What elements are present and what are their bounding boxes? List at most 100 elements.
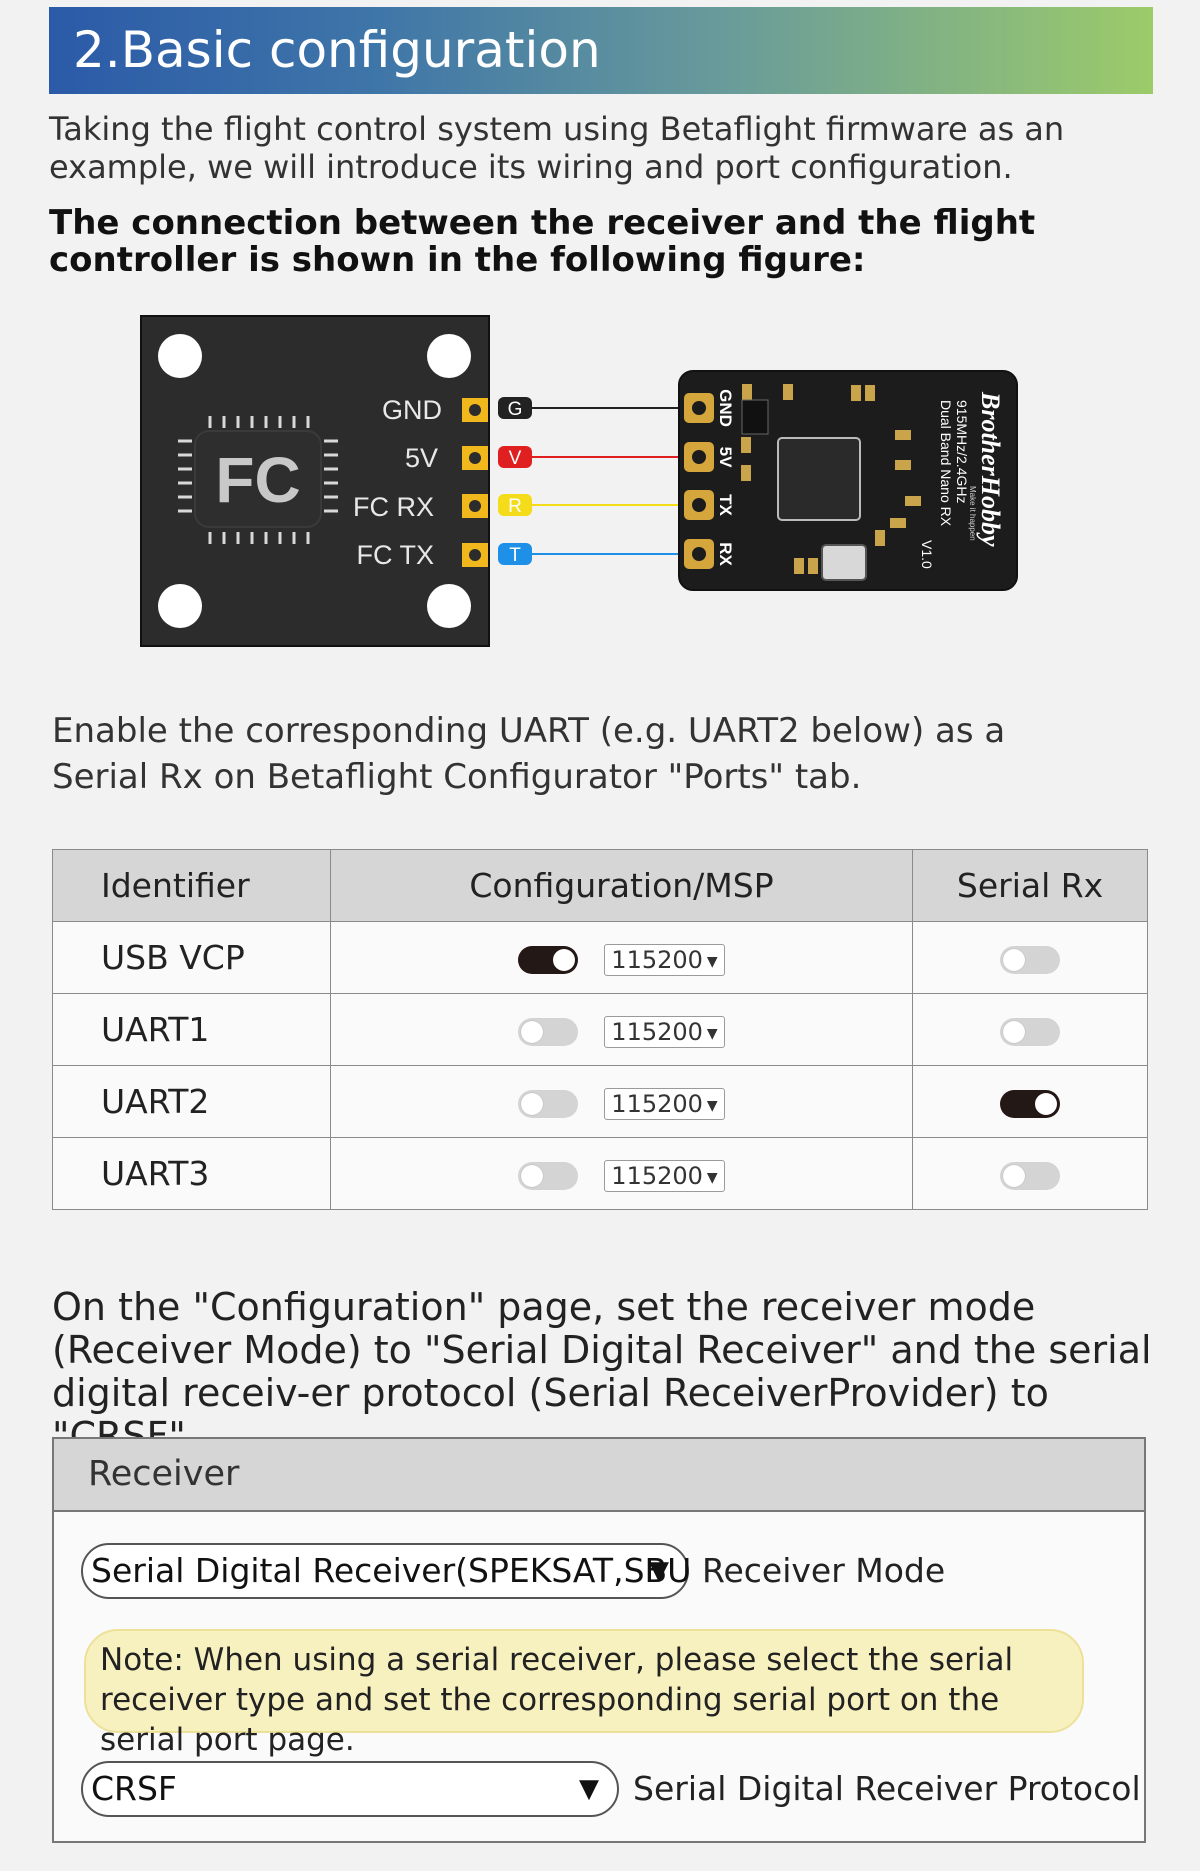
- dropdown-arrow-icon: ▼: [706, 1169, 718, 1186]
- receiver-panel: Receiver Serial Digital Receiver(SPEKSAT…: [52, 1437, 1146, 1843]
- msp-toggle[interactable]: [518, 1017, 579, 1046]
- port-identifier: UART1: [52, 993, 331, 1066]
- port-config-cell: 115200▼: [329, 1137, 914, 1210]
- receiver-panel-header: Receiver: [54, 1439, 1144, 1512]
- connection-heading: The connection between the receiver and …: [49, 203, 1036, 280]
- toggle-knob: [1003, 1164, 1026, 1187]
- dropdown-arrow-icon: ▼: [579, 1774, 599, 1804]
- toggle-knob: [521, 1020, 544, 1043]
- pin-tag-t: [498, 543, 532, 565]
- baud-rate-value: 115200: [611, 1161, 703, 1190]
- rx-pin-tx-label: TX: [716, 494, 735, 516]
- table-row: UART3 115200▼: [52, 1137, 1148, 1210]
- receiver-mode-label: Receiver Mode: [702, 1551, 946, 1590]
- fc-mount-hole: [427, 334, 471, 378]
- intro-text: Taking the flight control system using B…: [49, 110, 1065, 186]
- configuration-instruction: On the "Configuration" page, set the rec…: [52, 1285, 1152, 1458]
- rx-pin-5v-label: 5V: [716, 447, 735, 468]
- section-title: 2.Basic configuration: [73, 21, 601, 79]
- port-config-cell: 115200▼: [329, 1065, 914, 1138]
- section-header: 2.Basic configuration: [49, 7, 1153, 94]
- fc-solder-pads: [462, 398, 488, 567]
- ports-table: Identifier Configuration/MSP Serial Rx U…: [52, 849, 1148, 1210]
- toggle-knob: [553, 948, 576, 971]
- rx-pin-gnd-label: GND: [716, 389, 735, 427]
- toggle-knob: [1035, 1092, 1058, 1115]
- fc-mount-hole: [158, 584, 202, 628]
- pin-tag-g-text: G: [508, 399, 523, 420]
- header-identifier: Identifier: [52, 849, 331, 922]
- toggle-knob: [521, 1092, 544, 1115]
- rx-pin-rx-label: RX: [716, 542, 735, 566]
- rx-model-1: 915MHz/2.4GHz: [954, 400, 970, 503]
- table-row: UART2 115200▼: [52, 1065, 1148, 1138]
- port-config-cell: 115200▼: [329, 993, 914, 1066]
- pin-tag-v: [498, 446, 532, 468]
- serial-rx-toggle[interactable]: [1000, 1089, 1061, 1118]
- fc-mount-hole: [158, 334, 202, 378]
- receiver-mode-select[interactable]: Serial Digital Receiver(SPEKSAT,SBU ▼: [81, 1543, 692, 1599]
- baud-rate-value: 115200: [611, 945, 703, 974]
- fc-chip: [194, 430, 322, 528]
- fc-pin-tx-label: FC TX: [356, 540, 434, 570]
- port-identifier: UART2: [52, 1065, 331, 1138]
- port-serial-rx-cell: [912, 993, 1148, 1066]
- fc-label: FC: [215, 444, 300, 516]
- dropdown-arrow-icon: ▼: [706, 1025, 718, 1042]
- baud-rate-value: 115200: [611, 1089, 703, 1118]
- rx-model-2: Dual Band Nano RX: [938, 400, 954, 527]
- serial-rx-toggle[interactable]: [1000, 945, 1061, 974]
- toggle-knob: [1003, 948, 1026, 971]
- serial-receiver-note: Note: When using a serial receiver, plea…: [84, 1629, 1084, 1758]
- fc-mount-hole: [427, 584, 471, 628]
- msp-toggle[interactable]: [518, 1161, 579, 1190]
- rx-chip: [777, 437, 861, 521]
- baud-rate-select[interactable]: 115200▼: [604, 1087, 725, 1120]
- rx-crystal: [821, 544, 867, 581]
- fc-chip-pins: [178, 416, 338, 544]
- dropdown-arrow-icon: ▼: [706, 1097, 718, 1114]
- uart-instruction: Enable the corresponding UART (e.g. UART…: [52, 711, 1006, 797]
- fc-pin-5v-label: 5V: [405, 443, 438, 473]
- baud-rate-select[interactable]: 115200▼: [604, 1159, 725, 1192]
- pin-tag-v-text: V: [509, 448, 522, 469]
- dropdown-arrow-icon: ▼: [706, 953, 718, 970]
- pin-tag-r: [498, 494, 532, 516]
- port-identifier: UART3: [52, 1137, 331, 1210]
- serial-rx-toggle[interactable]: [1000, 1161, 1061, 1190]
- toggle-knob: [521, 1164, 544, 1187]
- baud-rate-select[interactable]: 115200▼: [604, 943, 725, 976]
- port-serial-rx-cell: [912, 1065, 1148, 1138]
- table-row: UART1 115200▼: [52, 993, 1148, 1066]
- receiver-protocol-value: CRSF: [91, 1769, 177, 1808]
- serial-rx-toggle[interactable]: [1000, 1017, 1061, 1046]
- header-configuration: Configuration/MSP: [329, 849, 914, 922]
- pin-tag-g: [498, 397, 532, 419]
- receiver-protocol-label: Serial Digital Receiver Protocol: [633, 1769, 1141, 1808]
- msp-toggle[interactable]: [518, 945, 579, 974]
- rx-regulator: [741, 399, 769, 435]
- port-serial-rx-cell: [912, 1137, 1148, 1210]
- dropdown-arrow-icon: ▼: [649, 1556, 669, 1586]
- wiring-diagram: FC GND 5V FC RX FC TX G V R T GND 5V TX …: [140, 315, 1018, 647]
- receiver-panel-title: Receiver: [88, 1454, 240, 1494]
- baud-rate-select[interactable]: 115200▼: [604, 1015, 725, 1048]
- port-config-cell: 115200▼: [329, 921, 914, 994]
- receiver-protocol-select[interactable]: CRSF ▼: [81, 1761, 619, 1817]
- rx-tagline: Make it happen: [968, 486, 977, 541]
- toggle-knob: [1003, 1020, 1026, 1043]
- receiver-mode-value: Serial Digital Receiver(SPEKSAT,SBU: [91, 1551, 692, 1590]
- rx-version: V1.0: [919, 540, 935, 569]
- rx-solder-pads: [684, 393, 714, 569]
- ports-table-header: Identifier Configuration/MSP Serial Rx: [52, 849, 1148, 922]
- pin-tag-t-text: T: [509, 545, 521, 566]
- port-identifier: USB VCP: [52, 921, 331, 994]
- port-serial-rx-cell: [912, 921, 1148, 994]
- baud-rate-value: 115200: [611, 1017, 703, 1046]
- rx-components: [741, 384, 921, 574]
- table-row: USB VCP 115200▼: [52, 921, 1148, 994]
- msp-toggle[interactable]: [518, 1089, 579, 1118]
- fc-pin-gnd-label: GND: [382, 395, 442, 425]
- pin-tag-r-text: R: [508, 496, 522, 517]
- fc-pin-rx-label: FC RX: [353, 492, 434, 522]
